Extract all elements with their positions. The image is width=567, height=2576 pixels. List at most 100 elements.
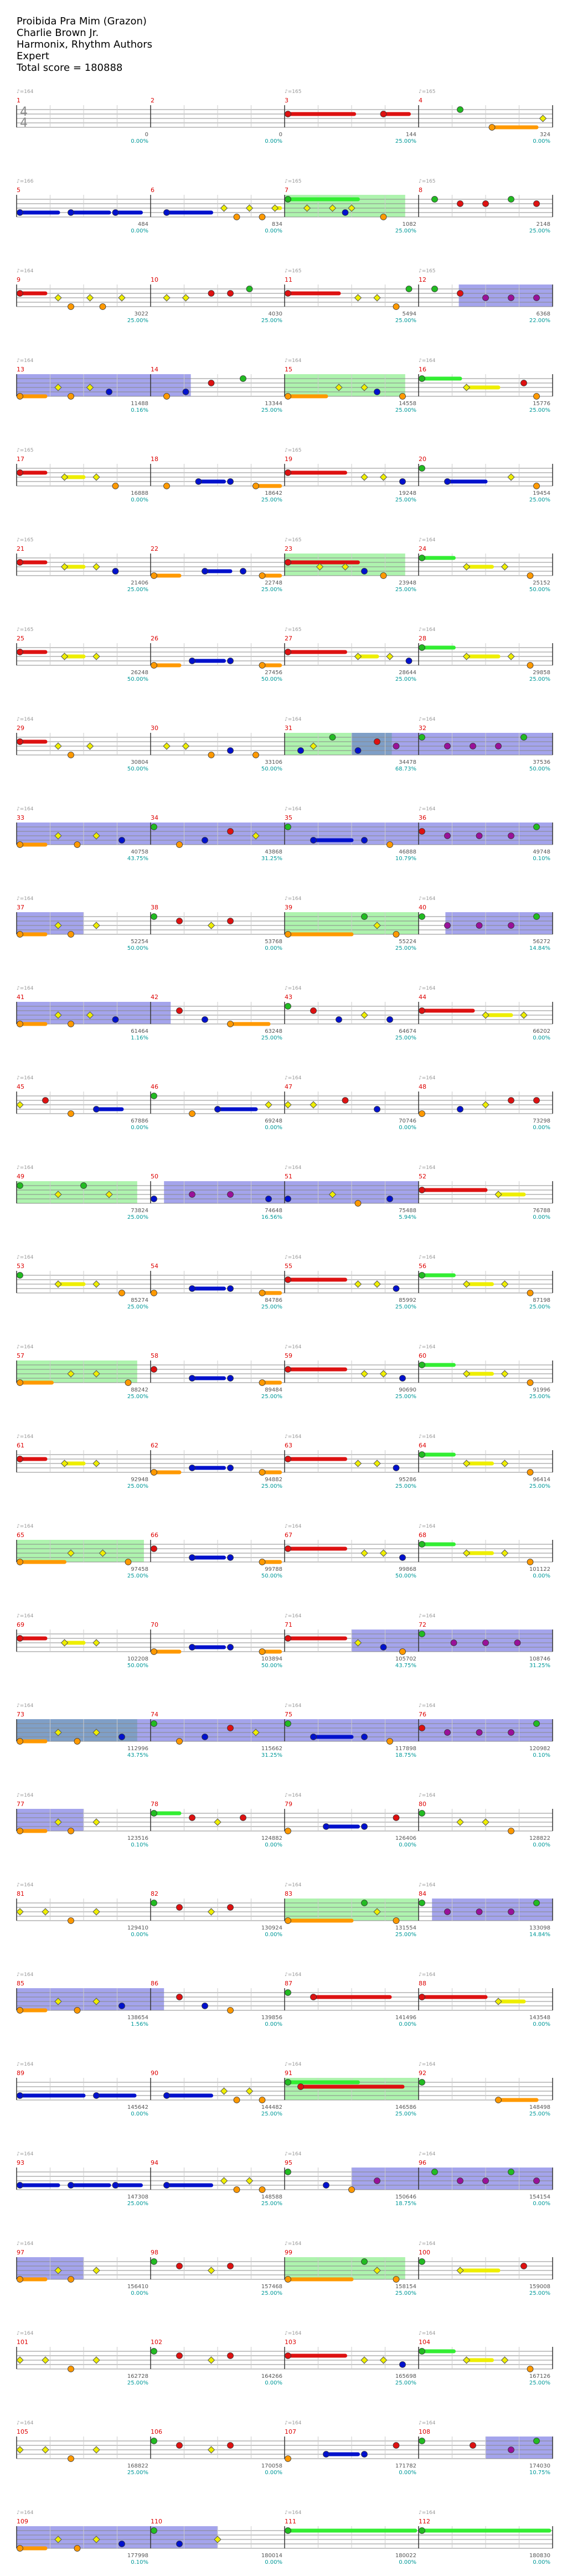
note-blue [118, 837, 125, 844]
measure-score: 144482 [261, 2104, 282, 2111]
note-orange [259, 572, 266, 579]
note-yellow [379, 1549, 388, 1557]
measure-percent: 25.00% [127, 318, 148, 324]
measure-number: 11 [285, 276, 292, 283]
measure-number: 30 [151, 725, 158, 732]
note-red [17, 469, 23, 476]
measure-number: 10 [151, 276, 158, 283]
note-orange [17, 931, 23, 938]
measure-score: 484 [138, 221, 148, 227]
measure-number: 91 [285, 2070, 292, 2077]
measure-percent: 25.00% [529, 676, 550, 682]
measure-number: 21 [17, 545, 24, 552]
measure-score: 49748 [533, 849, 550, 855]
note-yellow [482, 1011, 489, 1019]
measure-number: 63 [285, 1442, 292, 1449]
note-yellow [386, 653, 394, 660]
measure-percent: 25.00% [395, 1932, 416, 1938]
measure-percent: 25.00% [529, 1394, 550, 1400]
note-red [374, 738, 380, 745]
note-yellow [373, 922, 381, 929]
note-yellow [54, 2536, 62, 2543]
note-red [189, 1814, 195, 1821]
note-red [470, 2442, 476, 2449]
note-orange [527, 662, 534, 669]
note-orange [17, 1379, 23, 1386]
measure-score: 145642 [127, 2104, 148, 2111]
measure-percent: 25.00% [261, 318, 282, 324]
note-yellow [360, 2356, 368, 2364]
bpm-label: ♪=164 [17, 2151, 34, 2157]
note-green [151, 1093, 157, 1099]
measure-percent: 0.00% [533, 1125, 550, 1131]
note-yellow [373, 1280, 381, 1288]
bpm-label: ♪=164 [419, 1972, 436, 1978]
note-red [176, 1994, 183, 2000]
note-orange [393, 2276, 400, 2283]
measure-percent: 25.00% [395, 2290, 416, 2296]
note-purple [476, 922, 483, 929]
measure-number: 96 [419, 2159, 426, 2166]
note-yellow [303, 204, 311, 212]
note-orange [17, 2545, 23, 2552]
measure-number: 88 [419, 1980, 426, 1987]
measure-number: 12 [419, 276, 426, 283]
note-yellow [16, 1101, 24, 1109]
measure-score: 159008 [529, 2284, 550, 2290]
bpm-label: ♪=164 [17, 1434, 34, 1440]
bpm-label: ♪=164 [285, 1165, 302, 1171]
note-yellow [207, 2267, 215, 2274]
note-orange [68, 2276, 74, 2283]
measure-score: 63248 [265, 1028, 282, 1034]
measure-number: 29 [17, 725, 24, 732]
measure-percent: 25.00% [395, 1304, 416, 1310]
note-yellow [92, 2536, 100, 2543]
measure-score: 22748 [265, 580, 282, 586]
note-red [17, 1456, 23, 1462]
measure-percent: 31.25% [529, 1663, 550, 1669]
note-orange [380, 572, 387, 579]
note-yellow [462, 1280, 471, 1288]
measure-score: 95286 [399, 1477, 416, 1483]
note-yellow [54, 384, 62, 391]
note-orange [259, 1379, 266, 1386]
measure-percent: 25.00% [395, 318, 416, 324]
note-yellow [92, 1639, 100, 1647]
measure-number: 13 [17, 366, 24, 373]
measure-score: 180830 [529, 2553, 550, 2559]
measure-score: 180014 [261, 2553, 282, 2559]
measure-number: 82 [151, 1890, 158, 1897]
note-blue [380, 1644, 387, 1651]
note-blue [399, 1554, 406, 1561]
measure-number: 15 [285, 366, 292, 373]
measure-number: 34 [151, 814, 158, 821]
measure-percent: 10.79% [395, 856, 416, 862]
note-yellow [42, 1908, 49, 1916]
note-green [329, 734, 336, 741]
measure-number: 108 [419, 2428, 430, 2435]
note-blue [112, 2182, 119, 2189]
measure-score: 1082 [403, 221, 416, 227]
note-red [17, 649, 23, 655]
bpm-label: ♪=164 [285, 717, 302, 722]
note-orange [533, 393, 540, 400]
measure-percent: 0.00% [533, 1035, 550, 1041]
note-yellow [207, 2446, 215, 2454]
note-purple [508, 294, 514, 301]
note-orange [151, 662, 157, 669]
note-red [482, 200, 489, 207]
measure-number: 64 [419, 1442, 426, 1449]
measure-number: 22 [151, 545, 158, 552]
measure-score: 15776 [533, 401, 550, 407]
note-yellow [92, 1908, 100, 1916]
measure-score: 177998 [127, 2553, 148, 2559]
measure-number: 9 [17, 276, 20, 283]
measure-percent: 0.00% [265, 2380, 282, 2386]
note-yellow [42, 2446, 49, 2454]
measure-number: 2 [151, 97, 154, 104]
note-red [227, 2352, 234, 2359]
note-orange [285, 1917, 291, 1924]
measure-number: 20 [419, 456, 426, 463]
measure-score: 120982 [529, 1746, 550, 1752]
bpm-label: ♪=164 [17, 1793, 34, 1798]
